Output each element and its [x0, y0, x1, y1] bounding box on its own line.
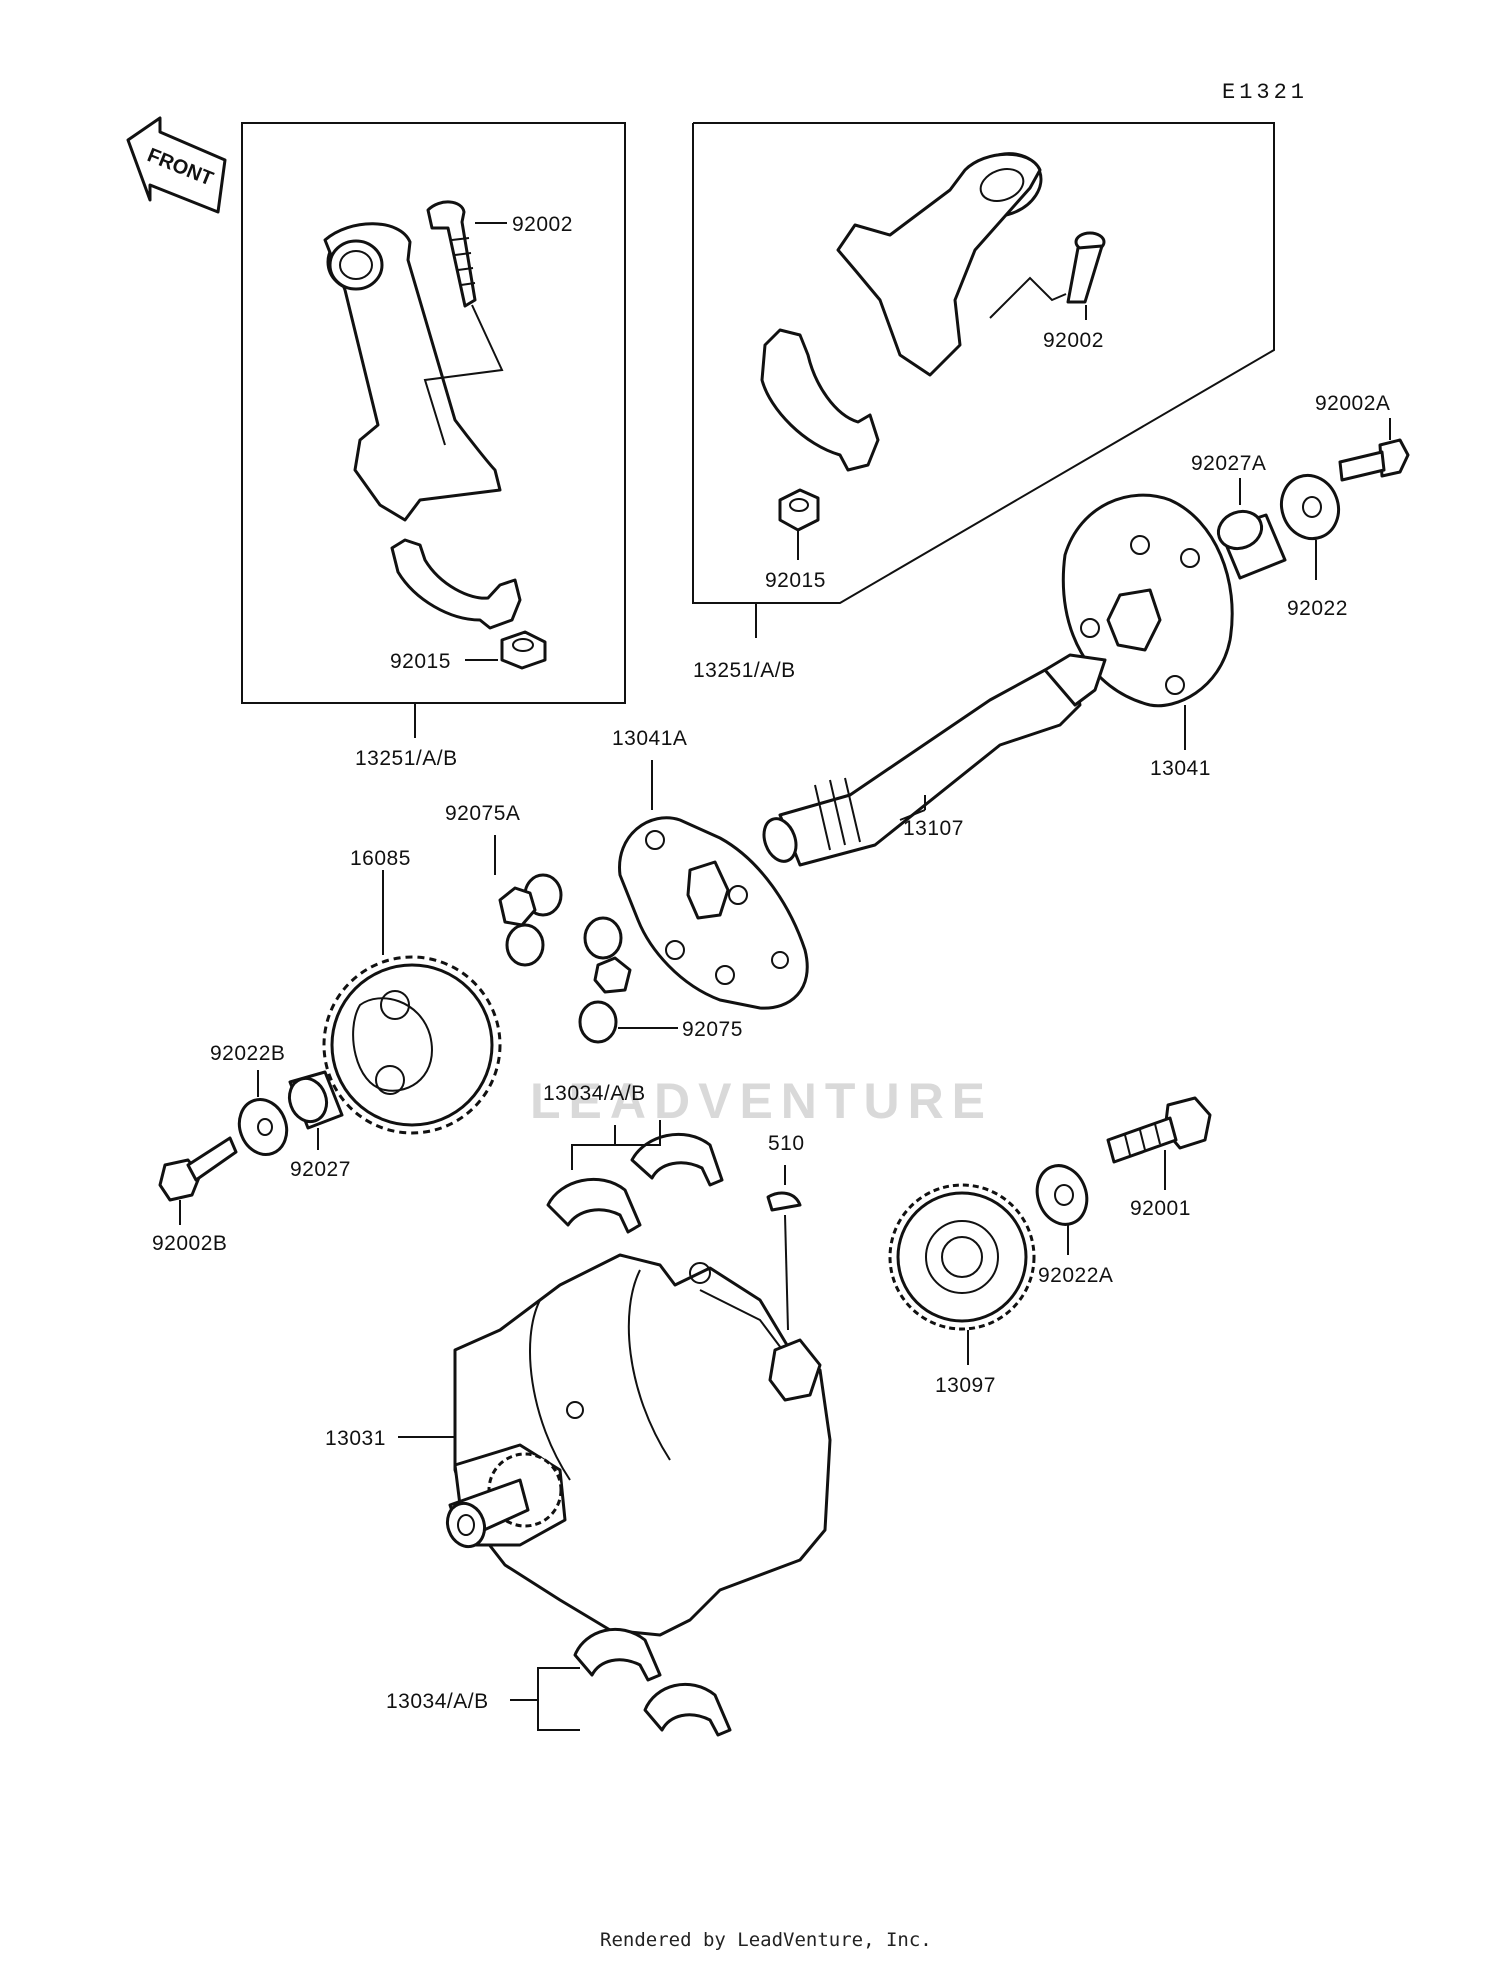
conrod-nut-right [778, 488, 820, 532]
conrod-assembly-frame-right [692, 122, 1275, 604]
label-13251-right: 13251/A/B [693, 659, 796, 682]
label-13041: 13041 [1150, 757, 1211, 780]
label-92015-left: 92015 [390, 650, 451, 673]
label-16085: 16085 [350, 847, 411, 870]
primary-gear-13097 [888, 1183, 1036, 1331]
bolt-92002A [1338, 438, 1410, 482]
conrod-assembly-frame-left [241, 122, 626, 704]
diagram-code: E1321 [1222, 80, 1308, 105]
collar-92027 [287, 1070, 344, 1130]
label-13107: 13107 [903, 817, 964, 840]
washer-92022A [1035, 1164, 1089, 1226]
label-13034-top: 13034/A/B [543, 1082, 646, 1105]
watermark: LEADVENTURE [530, 1073, 993, 1129]
label-13097: 13097 [935, 1374, 996, 1397]
bolt-92001 [1106, 1096, 1212, 1164]
bearing-13034-upper [546, 1132, 724, 1234]
connecting-rod-left [323, 222, 502, 522]
damper-set-92075 [578, 916, 632, 1044]
label-92022: 92022 [1287, 597, 1348, 620]
conrod-bolt-right [1066, 231, 1106, 304]
washer-92022B [237, 1098, 289, 1156]
connecting-rod-right [836, 152, 1043, 377]
damper-plate-13041A [618, 816, 809, 1010]
label-92002-left: 92002 [512, 213, 573, 236]
woodruff-key-510 [766, 1191, 802, 1212]
label-13034-bottom: 13034/A/B [386, 1690, 489, 1713]
label-13251-left: 13251/A/B [355, 747, 458, 770]
conrod-cap-left [390, 538, 522, 630]
label-92002A: 92002A [1315, 392, 1390, 415]
bearing-13034-lower [573, 1627, 732, 1737]
label-92027: 92027 [290, 1158, 351, 1181]
label-92022A: 92022A [1038, 1264, 1113, 1287]
bolt-92002B [158, 1136, 238, 1202]
label-92075: 92075 [682, 1018, 743, 1041]
label-92015-right: 92015 [765, 569, 826, 592]
front-direction-arrow-icon: FRONT [126, 116, 227, 214]
collar-92027A [1216, 509, 1287, 580]
crankshaft-13031 [445, 1253, 832, 1637]
balancer-gear-16085 [322, 955, 502, 1135]
label-92027A: 92027A [1191, 452, 1266, 475]
balancer-shaft-13107 [762, 653, 1107, 867]
label-510: 510 [768, 1132, 805, 1155]
conrod-bolt-left [426, 200, 477, 308]
footer-credit: Rendered by LeadVenture, Inc. [600, 1929, 932, 1951]
washer-92022 [1280, 473, 1340, 541]
label-92022B: 92022B [210, 1042, 285, 1065]
conrod-cap-right [760, 328, 880, 472]
label-13031: 13031 [325, 1427, 386, 1450]
label-92002-right: 92002 [1043, 329, 1104, 352]
label-92001: 92001 [1130, 1197, 1191, 1220]
label-13041A: 13041A [612, 727, 687, 750]
conrod-nut-left [500, 630, 547, 670]
label-92002B: 92002B [152, 1232, 227, 1255]
label-92075A: 92075A [445, 802, 520, 825]
damper-set-92075A [498, 873, 563, 967]
